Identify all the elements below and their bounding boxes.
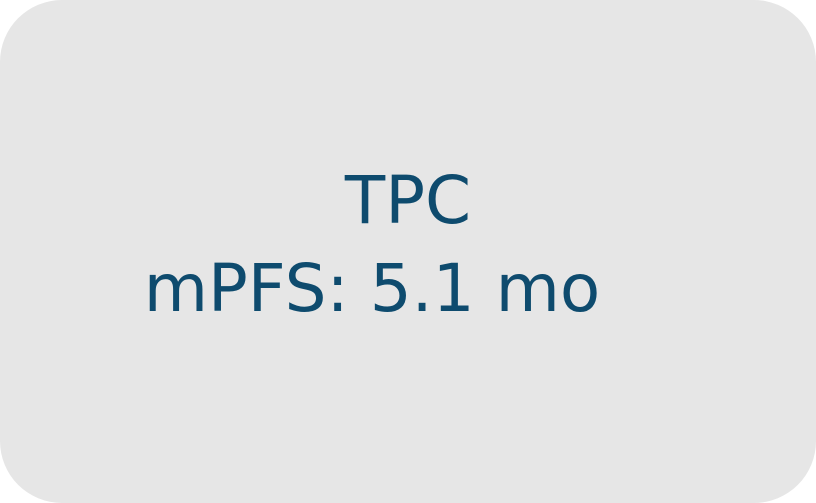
card-metric: mPFS: 5.1 mo	[143, 250, 601, 327]
card-title: TPC	[344, 162, 472, 239]
